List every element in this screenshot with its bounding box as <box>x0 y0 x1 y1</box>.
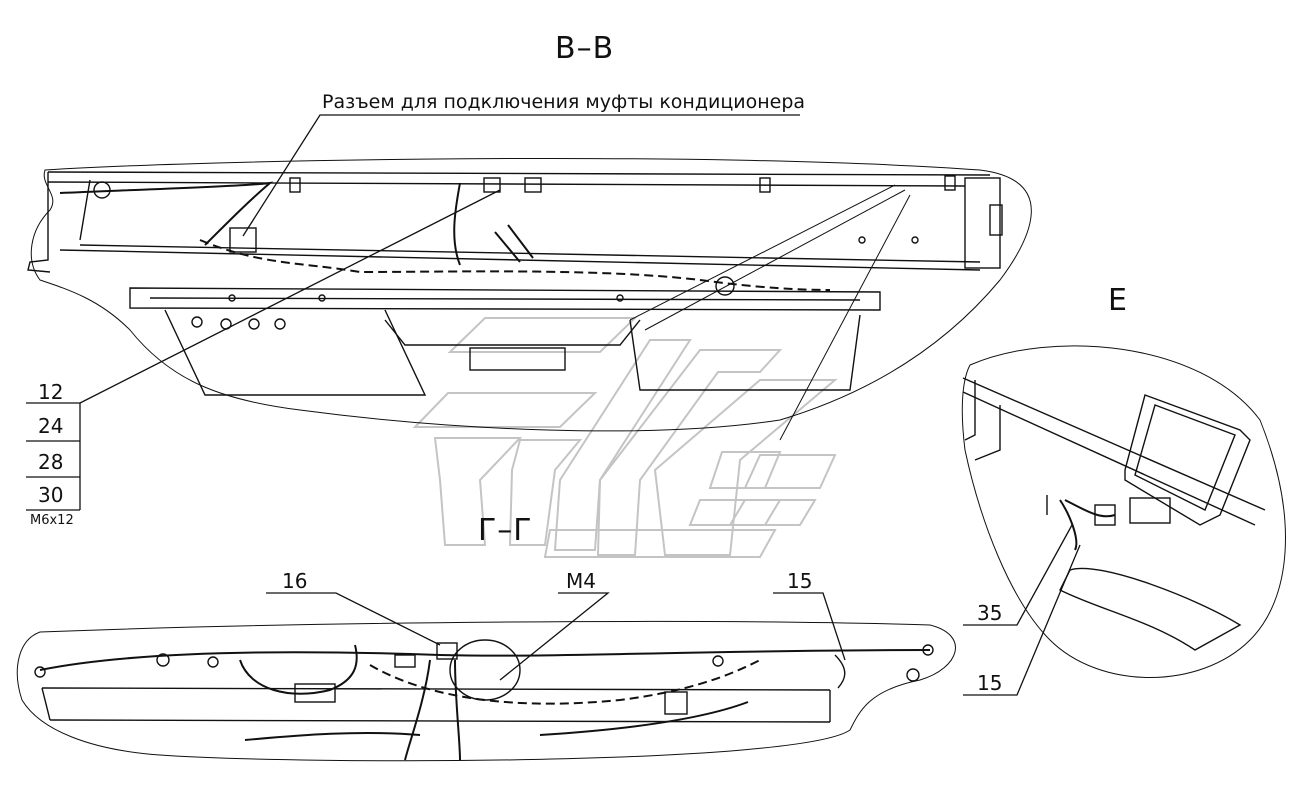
view-gg-leaders <box>266 592 846 681</box>
view-e-leaders <box>963 524 1081 696</box>
view-bb-drawing <box>27 157 1032 441</box>
watermark-logo <box>412 317 838 558</box>
part-number-12: 12 <box>38 380 64 404</box>
part-number-30: 30 <box>38 483 64 507</box>
view-gg-title: Г–Г <box>478 513 533 548</box>
callout-m4: М4 <box>566 569 596 593</box>
view-e-title: Е <box>1108 283 1128 318</box>
part-number-28: 28 <box>38 450 64 474</box>
callout-15-e: 15 <box>977 671 1003 695</box>
view-e-drawing <box>961 345 1286 678</box>
view-bb-leaders <box>26 114 800 511</box>
callout-35: 35 <box>977 601 1003 625</box>
callout-16: 16 <box>282 569 308 593</box>
bolt-size: М6х12 <box>30 513 74 528</box>
part-number-24: 24 <box>38 414 64 438</box>
view-bb-title: В–В <box>555 31 615 66</box>
connector-note: Разъем для подключения муфты кондиционер… <box>322 91 806 113</box>
callout-15: 15 <box>787 569 813 593</box>
view-gg-drawing <box>16 620 956 762</box>
